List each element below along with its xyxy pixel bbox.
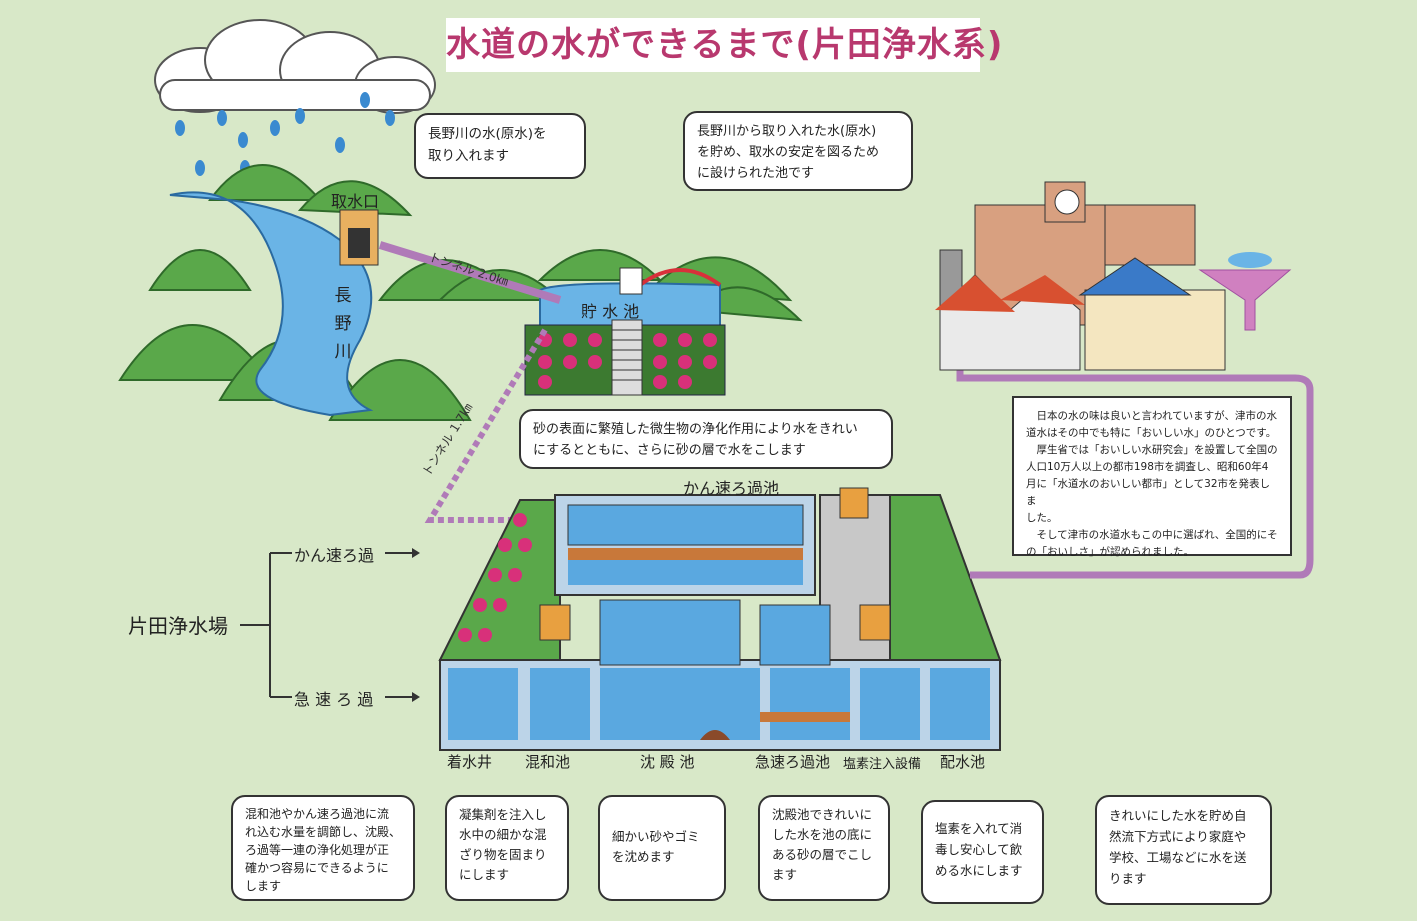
note-line: 細かい砂やゴミ [612, 829, 700, 844]
note-line: きれいにした水を貯め自 [1109, 808, 1247, 823]
stage-rapid-filter-pool: 急速ろ過池 [755, 753, 831, 771]
note-line: 長野川から取り入れた水(原水) [697, 124, 877, 139]
treatment-plant [438, 487, 1002, 751]
distribution-pool-note: きれいにした水を貯め自 然流下方式により家庭や 学校、工場などに水を送 ります [1095, 795, 1272, 905]
intake-label: 取水口 [331, 192, 380, 211]
intake-note: 長野川の水(原水)を 取り入れます [414, 113, 586, 179]
stage-chlorine-facility: 塩素注入設備 [843, 757, 922, 772]
stage-mixing-pool: 混和池 [525, 753, 571, 771]
slow-filter-note: 砂の表面に繁殖した微生物の浄化作用により水をきれい にするとともに、さらに砂の層… [519, 409, 893, 469]
info-line: 人口10万人以上の都市198市を調査し、昭和60年4 [1026, 461, 1269, 473]
stage-distribution-pool: 配水池 [940, 753, 986, 771]
distribution-pipe [956, 350, 1314, 579]
note-line: に設けられた池です [697, 166, 815, 181]
note-line: 水中の細かな混 [459, 827, 547, 842]
river-char: 長 [334, 286, 352, 306]
river-char: 川 [334, 342, 352, 362]
note-line: を貯め、取水の安定を図るため [697, 145, 880, 160]
note-line: める水にします [935, 863, 1023, 878]
branch-slow-filter: かん速ろ過 [294, 546, 375, 565]
tunnel-pipe-1 [378, 241, 562, 304]
stage-receiving-well: 着水井 [447, 753, 493, 771]
settling-pool-note: 細かい砂やゴミ を沈めます [598, 795, 726, 901]
note-line: ろ過等一連の浄化処理が正 [245, 843, 390, 857]
river-char: 野 [334, 314, 352, 334]
tasty-water-info: 日本の水の味は良いと言われていますが、津市の水 道水はその中でも特に「おいしい水… [1012, 396, 1292, 558]
note-line: 取り入れます [428, 148, 509, 164]
info-line: の「おいしさ」が認められました。 [1026, 546, 1194, 558]
note-line: ある砂の層でこし [772, 847, 873, 862]
note-line: 学校、工場などに水を送 [1109, 850, 1247, 865]
rain-cloud [154, 19, 436, 114]
info-line: 月に「水道水のおいしい都市」として32市を発表しま [1026, 478, 1271, 507]
note-line: します [245, 879, 282, 893]
note-line: した水を池の底に [772, 827, 873, 842]
rapid-filter-pool-note: 沈殿池できれいに した水を池の底に ある砂の層でこし ます [758, 795, 890, 901]
bridge [638, 268, 722, 287]
note-line: 毒し安心して飲 [935, 842, 1023, 857]
stage-settling-pool: 沈 殿 池 [640, 753, 695, 771]
reservoir-label: 貯 水 池 [581, 302, 640, 321]
reservoir-flowers [538, 333, 717, 389]
info-line: 日本の水の味は良いと言われていますが、津市の水 [1036, 410, 1277, 422]
tree-lines [240, 548, 420, 702]
info-line: 厚生省では「おいしい水研究会」を設置して全国の [1036, 444, 1278, 456]
note-line: にします [459, 867, 510, 882]
town [935, 181, 1292, 371]
branch-rapid-filter: 急 速 ろ 過 [294, 690, 374, 709]
stairs [612, 329, 642, 381]
hills-left [118, 164, 523, 421]
note-line: ます [772, 867, 798, 882]
chlorine-facility-note: 塩素を入れて消 毒し安心して飲 める水にします [921, 800, 1044, 904]
reservoir-note: 長野川から取り入れた水(原水) を貯め、取水の安定を図るため に設けられた池です [683, 111, 913, 191]
tunnel-pipe-2 [424, 328, 548, 523]
mixing-pool-note: 凝集剤を注入し 水中の細かな混 ざり物を固まり にします [445, 795, 569, 901]
note-line: ります [1109, 871, 1147, 886]
note-line: ざり物を固まり [459, 847, 547, 862]
note-line: 混和池やかん速ろ過池に流 [245, 807, 390, 821]
note-line: 凝集剤を注入し [459, 807, 547, 822]
note-line: を沈めます [612, 849, 675, 864]
note-line: 砂の表面に繁殖した微生物の浄化作用により水をきれい [533, 422, 858, 437]
note-line: 長野川の水(原水)を [428, 126, 547, 142]
river-label: 長 野 川 [333, 282, 353, 366]
page-title: 水道の水ができるまで(片田浄水系) [446, 18, 1002, 72]
note-line: 然流下方式により家庭や [1109, 829, 1247, 844]
note-line: れ込む水量を調節し、沈殿、 [245, 825, 402, 839]
info-line: した。 [1026, 512, 1058, 524]
note-line: 確かつ容易にできるように [245, 861, 389, 875]
info-line: そして津市の水道水もこの中に選ばれ、全国的にそ [1036, 529, 1278, 541]
note-line: にするとともに、さらに砂の層で水をこします [533, 443, 806, 458]
plant-name: 片田浄水場 [128, 614, 228, 638]
info-line: 道水はその中でも特に「おいしい水」のひとつです。 [1026, 427, 1277, 439]
note-line: 沈殿池できれいに [772, 807, 873, 822]
slow-filter-pool-label: かん速ろ過池 [683, 479, 780, 498]
receiving-well-note: 混和池やかん速ろ過池に流 れ込む水量を調節し、沈殿、 ろ過等一連の浄化処理が正 … [231, 795, 415, 901]
note-line: 塩素を入れて消 [935, 821, 1023, 836]
